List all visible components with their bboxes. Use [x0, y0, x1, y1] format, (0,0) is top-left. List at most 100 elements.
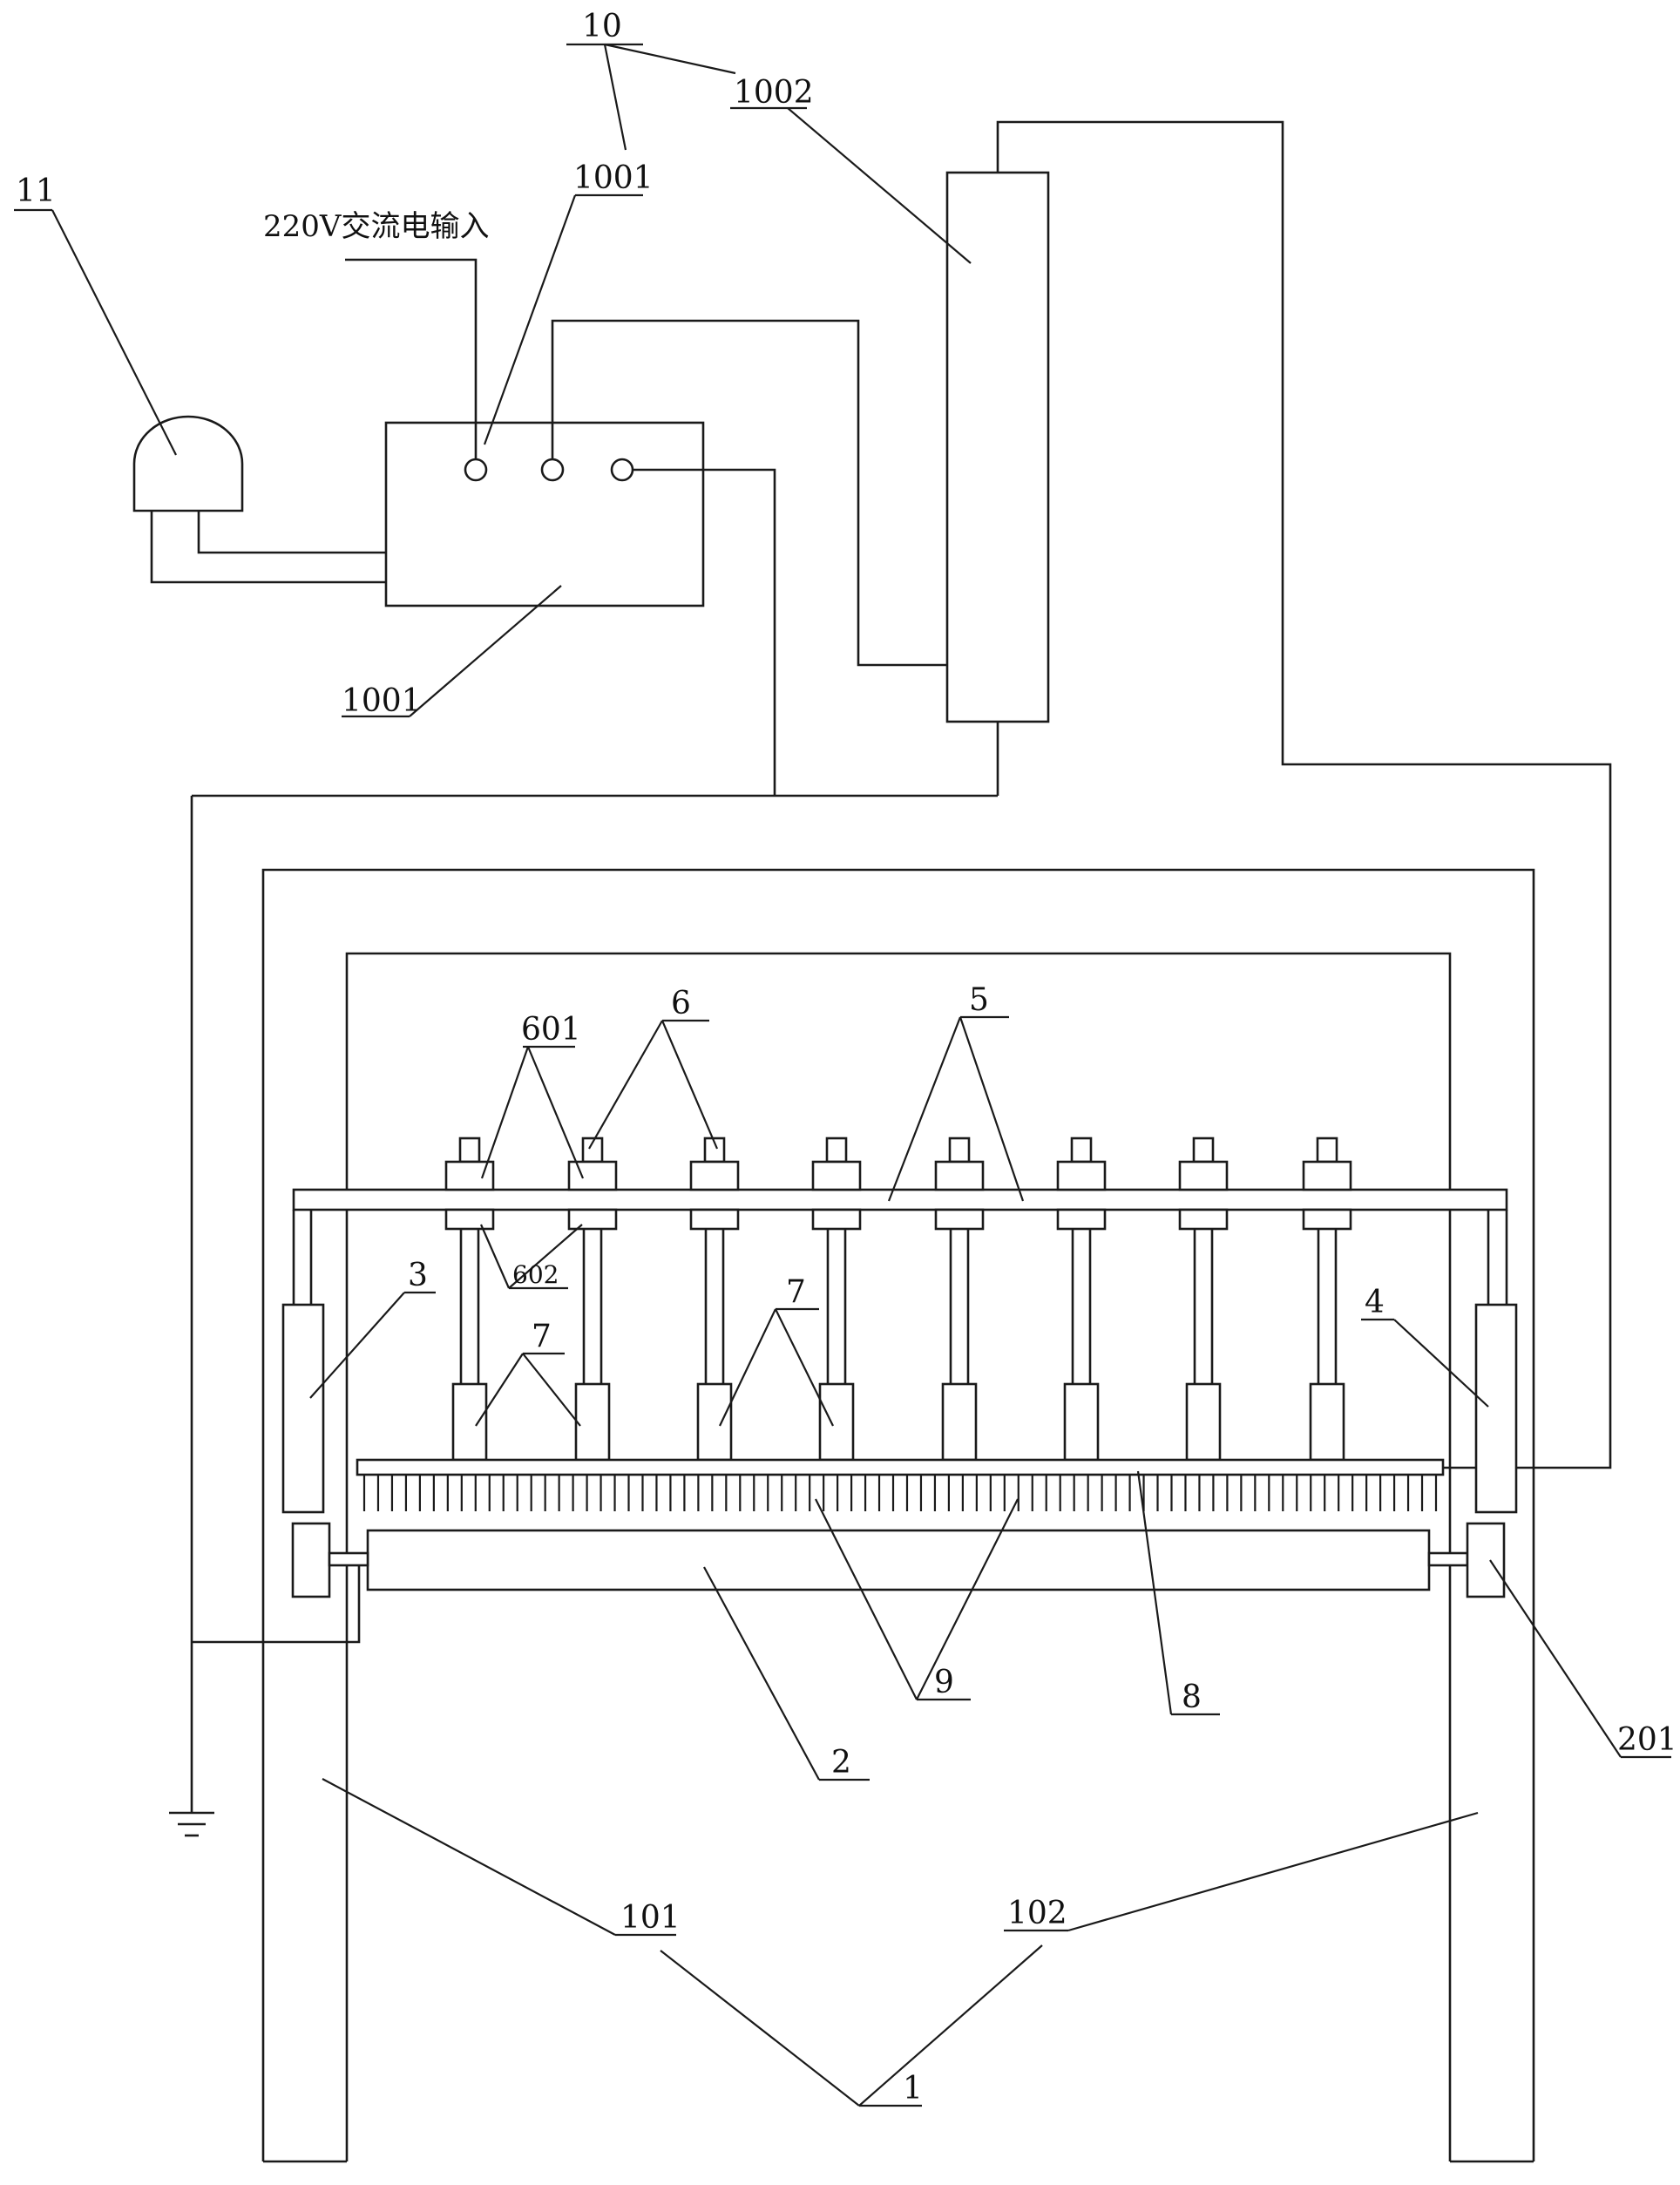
leaders: [14, 43, 1671, 2107]
label-11: 11: [16, 173, 56, 209]
adjuster-top-nut: [948, 1137, 971, 1164]
cylinder-3: [281, 1210, 325, 1514]
leader-102: [1067, 1811, 1479, 1932]
adjuster-block-7: [818, 1382, 855, 1462]
dome-device: [132, 415, 244, 512]
label-3: 3: [408, 1258, 428, 1293]
leader-2: [703, 1566, 820, 1781]
adjuster-lower-clamp: [1056, 1208, 1107, 1231]
adjuster-top-nut: [1316, 1137, 1338, 1164]
adjuster-lower-clamp: [567, 1208, 618, 1231]
leader-601-a: [480, 1046, 530, 1179]
adjuster-upper-clamp: [689, 1160, 740, 1191]
leader-7b-b: [775, 1308, 834, 1427]
leader-6-a: [588, 1020, 663, 1150]
adjuster-top-nut: [458, 1137, 481, 1164]
cyl3-body: [281, 1303, 325, 1514]
wire-to-plate-8: [996, 120, 1612, 1469]
leader-10-a: [603, 44, 627, 151]
leader-601-b: [526, 1046, 585, 1179]
adjuster-top-nut: [1192, 1137, 1215, 1164]
leader-6-b: [660, 1020, 719, 1150]
label-6: 6: [671, 986, 691, 1021]
label-602: 602: [512, 1260, 559, 1289]
leader-9-b: [916, 1498, 1019, 1700]
label-5: 5: [969, 982, 989, 1018]
controller-box-1001: [384, 421, 705, 607]
left-shaft: [328, 1551, 369, 1567]
adjuster-block-7: [696, 1382, 733, 1462]
adjuster-upper-clamp: [567, 1160, 618, 1191]
label-7-left: 7: [532, 1319, 552, 1354]
leader-9-a: [815, 1498, 918, 1700]
adjuster-upper-clamp: [1178, 1160, 1229, 1191]
adjuster-upper-clamp: [1056, 1160, 1107, 1191]
leader-1001-bottom: [409, 585, 562, 717]
adjuster-block-7: [1063, 1382, 1100, 1462]
adjuster-3: [689, 1137, 740, 1462]
leader-7b-a: [719, 1308, 776, 1427]
label-10: 10: [582, 9, 622, 44]
wire-right-terminal: [633, 468, 776, 796]
label-102: 102: [1007, 1896, 1067, 1931]
label-601: 601: [521, 1012, 581, 1048]
frame-1: [261, 868, 1535, 2163]
labels: 10 1002 1001 220V交流电输入 1001 11 601 6 5 6…: [16, 9, 1677, 2107]
leader-3: [309, 1292, 405, 1399]
leader-1001-top: [483, 194, 577, 445]
leader-1-a: [660, 1950, 860, 2107]
adjuster-block-7: [451, 1382, 488, 1462]
plate-8: [356, 1458, 1445, 1476]
label-101: 101: [620, 1900, 681, 1936]
leader-5-a: [887, 1016, 962, 1202]
label-201: 201: [1617, 1722, 1677, 1758]
label-8: 8: [1182, 1679, 1202, 1715]
wire-to-1002: [551, 319, 947, 667]
label-7-middle: 7: [786, 1274, 806, 1310]
label-1001-top: 1001: [573, 160, 654, 196]
frame-outer: [261, 868, 1535, 2161]
adjuster-1: [444, 1137, 495, 1462]
left-bearing-block: [291, 1522, 331, 1598]
leader-101: [322, 1778, 616, 1936]
label-1001-bottom: 1001: [342, 683, 422, 719]
leader-5-b: [959, 1016, 1025, 1202]
wiring: [169, 120, 1612, 1837]
adjuster-4: [811, 1137, 862, 1462]
adjuster-upper-clamp: [811, 1160, 862, 1191]
leader-4: [1393, 1319, 1489, 1408]
adjuster-8: [1302, 1137, 1352, 1462]
adjuster-lower-clamp: [1302, 1208, 1352, 1231]
label-4: 4: [1365, 1285, 1385, 1320]
roller-body: [366, 1529, 1431, 1591]
leader-1002: [787, 107, 972, 264]
label-2: 2: [831, 1745, 851, 1781]
leader-1-b: [858, 1944, 1043, 2107]
label-ac-input: 220V交流电输入: [263, 209, 489, 244]
adjuster-lower-clamp: [811, 1208, 862, 1231]
roller-2: [291, 1522, 1506, 1598]
adjuster-7: [1178, 1137, 1229, 1462]
crossbar-5: [292, 1188, 1508, 1211]
leader-7a-a: [475, 1353, 524, 1427]
wire-ac-input: [345, 258, 478, 459]
adjuster-block-7: [1185, 1382, 1222, 1462]
comb-teeth-9: [362, 1475, 1438, 1511]
adjusters-group: [444, 1137, 1352, 1462]
wire-11-upper: [197, 511, 386, 554]
adjuster-lower-clamp: [934, 1208, 985, 1231]
device-11: [132, 415, 386, 584]
adjuster-block-7: [941, 1382, 978, 1462]
cyl4-body: [1474, 1303, 1518, 1514]
leader-8: [1136, 1470, 1173, 1715]
adjuster-upper-clamp: [1302, 1160, 1352, 1191]
leader-10-b: [604, 43, 736, 75]
controller-box: [384, 421, 705, 607]
leader-11: [51, 209, 177, 456]
right-shaft: [1427, 1551, 1469, 1567]
adjuster-upper-clamp: [934, 1160, 985, 1191]
wire-to-roller: [192, 1562, 369, 1644]
adjuster-block-7: [1309, 1382, 1345, 1462]
